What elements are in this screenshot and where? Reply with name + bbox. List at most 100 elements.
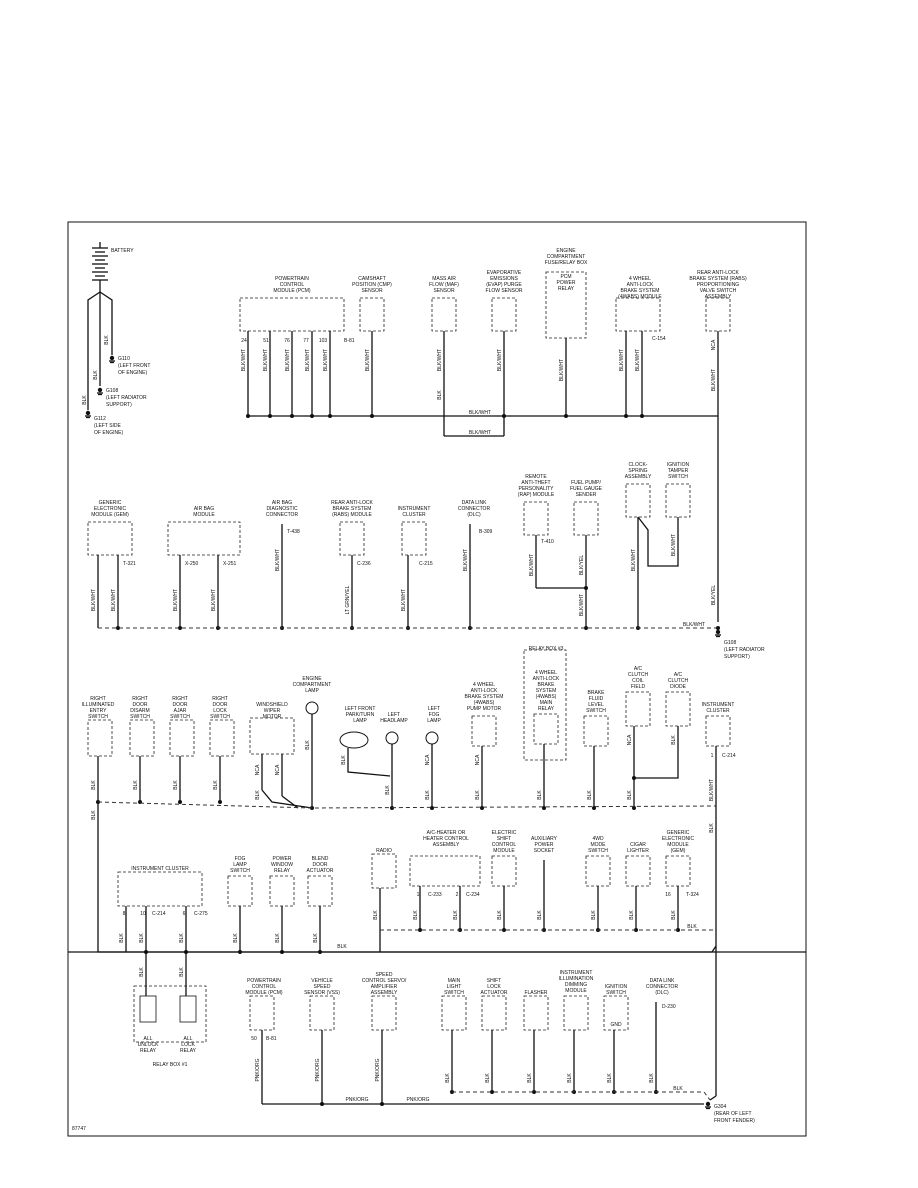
connector-label: C-233: [428, 892, 442, 898]
component-label: POWER: [273, 856, 292, 862]
battery-label: BATTERY: [111, 248, 134, 254]
ground-label: G112: [94, 416, 106, 422]
component-label: FLASHER: [524, 990, 547, 996]
wire-color-label: BLK/WHT: [635, 349, 641, 371]
component-label: PROPORTIONING: [697, 282, 740, 288]
component-label: LEFT: [428, 706, 440, 712]
component-label: PERSONALITY: [518, 486, 554, 492]
component-label: ALL: [184, 1036, 193, 1042]
wire-color-label: BLK/WHT: [529, 554, 535, 576]
wire-color-label: BLK/WHT: [323, 349, 329, 371]
component-box: [471, 715, 497, 747]
wire: [709, 1095, 717, 1101]
component-label: 4 WHEEL: [629, 276, 651, 282]
wire-color-label: BLK: [233, 933, 239, 943]
wire-color-label: BLK/WHT: [241, 349, 247, 371]
splice-dot: [178, 800, 182, 804]
wire-color-label: BLK: [413, 910, 419, 920]
component-label: FOG: [429, 712, 440, 718]
component-label: WINDSHIELD: [256, 702, 288, 708]
ground-label: (LEFT FRONT: [118, 363, 150, 369]
component-box: [269, 875, 295, 907]
ground-label: (LEFT RADIATOR: [106, 395, 147, 401]
component-label: ACTUATOR: [306, 868, 333, 874]
component-label: SHIFT: [497, 836, 511, 842]
component-label: FUEL PUMP/: [571, 480, 601, 486]
component-label: ASSEMBLY: [371, 990, 398, 996]
component-label: 4 WHEEL: [535, 670, 557, 676]
wire-color-label: BLK: [709, 823, 715, 833]
component-label: RELAY: [180, 1048, 197, 1054]
wire-color-label: BLK: [671, 910, 677, 920]
component-label: RELAY: [558, 286, 575, 292]
component-label: BRAKE SYSTEM (RABS): [689, 276, 747, 282]
component-label: LOCK: [213, 708, 227, 714]
component-label: REAR ANTI-LOCK: [331, 500, 373, 506]
component-label: PUMP MOTOR: [467, 706, 502, 712]
component-label: AIR BAG: [194, 506, 214, 512]
wire-color-label: BLK: [119, 933, 125, 943]
wire: [87, 291, 101, 410]
component-label: CAMSHAFT: [358, 276, 386, 282]
component-box: [603, 995, 629, 1031]
connector-label: B-81: [266, 1036, 277, 1042]
connector-label: C-234: [466, 892, 480, 898]
component-label: SWITCH: [88, 714, 108, 720]
wire-color-label: BLK/WHT: [263, 349, 269, 371]
wire: [261, 789, 313, 809]
component-label: LIGHTER: [627, 848, 649, 854]
component-label: SWITCH: [444, 990, 464, 996]
component-label: (RAP) MODULE: [518, 492, 555, 498]
component-box: [227, 875, 253, 907]
ground-label: G108: [724, 640, 736, 646]
component-box: [371, 995, 397, 1031]
connector-label: C-275: [194, 911, 208, 917]
component-label: INSTRUMENT CLUSTER: [131, 866, 189, 872]
wire-color-label: BLK/WHT: [463, 549, 469, 571]
splice-dot: [542, 806, 546, 810]
splice-dot: [632, 806, 636, 810]
component-label: BRAKE: [588, 690, 606, 696]
component-box: [573, 501, 599, 536]
component-label: LOCK: [181, 1042, 195, 1048]
component-box: [441, 995, 467, 1031]
component-label: POWER: [535, 842, 554, 848]
wire-color-label: BLK: [82, 395, 88, 405]
pin-number: 51: [263, 338, 269, 344]
component-label: (DLC): [467, 512, 481, 518]
component-label: COMPARTMENT: [293, 682, 332, 688]
component-box: [359, 297, 385, 332]
component-label: MODULE: [667, 842, 689, 848]
wire-color-label: BLK: [527, 1073, 533, 1083]
wire-color-label: BLK: [337, 944, 347, 950]
wire-color-label: BLK: [91, 780, 97, 790]
wire-color-label: LT GRN/YEL: [345, 585, 351, 614]
ground-icon: [715, 629, 721, 635]
wire-color-label: BLK: [475, 790, 481, 800]
component-label: INSTRUMENT: [398, 506, 431, 512]
wire-color-label: BLK/WHT: [173, 589, 179, 611]
wire-color-label: BLK: [537, 790, 543, 800]
wire-color-label: BLK: [587, 790, 593, 800]
component-label: VALVE SWITCH: [700, 288, 737, 294]
component-label: BLEND: [312, 856, 329, 862]
component-box: [87, 719, 113, 757]
wire-color-label: BLK/WHT: [275, 549, 281, 571]
component-label: CIGAR: [630, 842, 646, 848]
component-label-relay3: RELAY BOX #3: [529, 646, 564, 652]
component-box: [705, 715, 731, 747]
ground-label: FRONT FENDER): [714, 1118, 755, 1124]
pin-number: 2: [456, 892, 459, 898]
wire-color-label: BLK: [91, 810, 97, 820]
wire-color-label: PNK/ORG: [255, 1058, 261, 1081]
wire-color-label: PNK/ORG: [375, 1058, 381, 1081]
wire-color-label: NCA: [425, 754, 431, 765]
component-label: WINDOW: [271, 862, 293, 868]
